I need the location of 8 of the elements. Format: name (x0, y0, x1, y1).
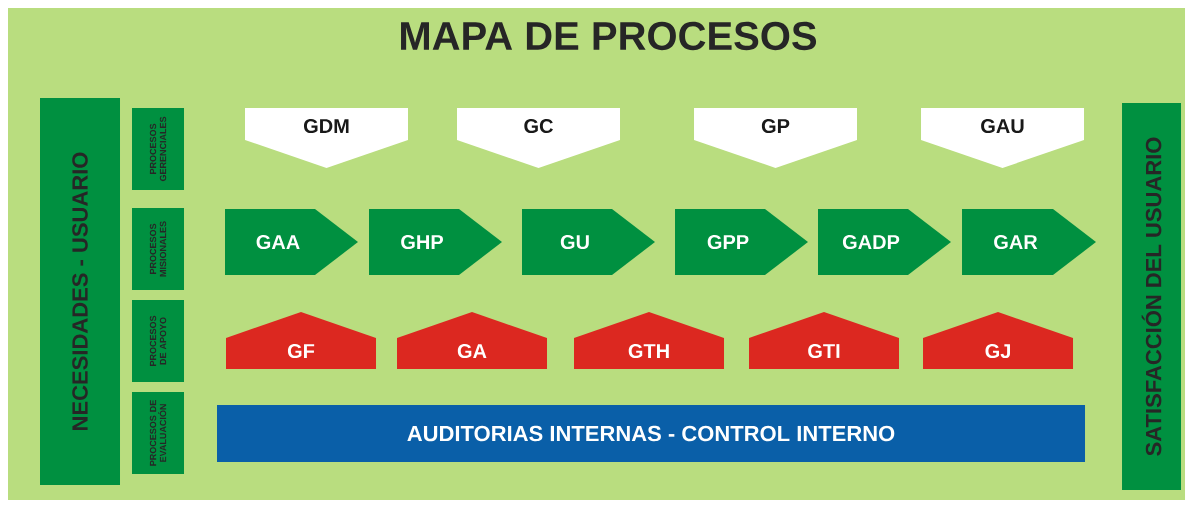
category-box: PROCESOS DE APOYO (132, 300, 184, 382)
side-band: SATISFACCIÓN DEL USUARIO (1122, 103, 1181, 490)
category-box: PROCESOS GERENCIALES (132, 108, 184, 190)
side-band: NECESIDADES - USUARIO (40, 98, 120, 485)
category-box: PROCESOS DE EVALUACIÓN (132, 392, 184, 474)
category-box: PROCESOS MISIONALES (132, 208, 184, 290)
title: MAPA DE PROCESOS (401, 21, 817, 51)
banner-bar: AUDITORIAS INTERNAS - CONTROL INTERNO (217, 405, 1085, 462)
